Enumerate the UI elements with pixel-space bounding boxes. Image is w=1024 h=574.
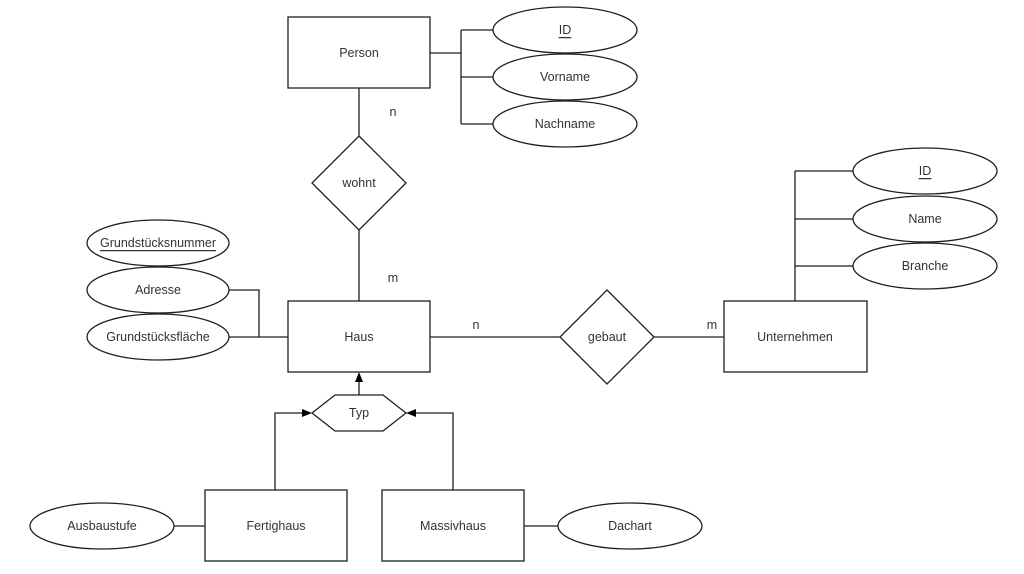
attribute-fertighaus-ausbaustufe-label: Ausbaustufe xyxy=(67,519,137,533)
attribute-unternehmen-name-label: Name xyxy=(908,212,941,226)
entity-person[interactable]: Person xyxy=(287,16,431,89)
connector-haus-adresse xyxy=(229,289,260,337)
attribute-massivhaus-dachart-label: Dachart xyxy=(608,519,652,533)
attribute-unternehmen-name[interactable]: Name xyxy=(852,195,998,243)
arrowhead-typ-right xyxy=(406,409,416,417)
entity-massivhaus[interactable]: Massivhaus xyxy=(381,489,525,562)
attribute-fertighaus-ausbaustufe[interactable]: Ausbaustufe xyxy=(29,502,175,550)
attribute-unternehmen-branche[interactable]: Branche xyxy=(852,242,998,290)
entity-massivhaus-label: Massivhaus xyxy=(420,519,486,533)
specialization-typ-label: Typ xyxy=(349,406,369,420)
relationship-wohnt-label: wohnt xyxy=(341,176,376,190)
entity-person-label: Person xyxy=(339,46,379,60)
attribute-haus-grundstuecksflaeche-label: Grundstücksfläche xyxy=(106,330,210,344)
attribute-unternehmen-id[interactable]: ID xyxy=(852,147,998,195)
attribute-haus-adresse-label: Adresse xyxy=(135,283,181,297)
attribute-massivhaus-dachart[interactable]: Dachart xyxy=(557,502,703,550)
arrowhead-haus xyxy=(355,372,363,382)
entity-haus-label: Haus xyxy=(344,330,373,344)
attribute-unternehmen-id-label: ID xyxy=(919,164,932,178)
cardinality-gebaut-unternehmen: m xyxy=(707,318,717,332)
relationship-wohnt[interactable]: wohnt xyxy=(311,135,407,231)
connector-massivhaus-typ xyxy=(414,412,454,490)
attribute-person-id-label: ID xyxy=(559,23,572,37)
attribute-haus-grundstuecksnummer-label: Grundstücksnummer xyxy=(100,236,216,250)
relationship-gebaut-label: gebaut xyxy=(588,330,627,344)
cardinality-gebaut-haus: n xyxy=(473,318,480,332)
attribute-person-vorname-label: Vorname xyxy=(540,70,590,84)
relationship-gebaut[interactable]: gebaut xyxy=(559,289,655,385)
attribute-person-vorname[interactable]: Vorname xyxy=(492,53,638,101)
entity-haus[interactable]: Haus xyxy=(287,300,431,373)
cardinality-wohnt-person: n xyxy=(390,105,397,119)
entity-fertighaus-label: Fertighaus xyxy=(246,519,305,533)
attribute-person-nachname-label: Nachname xyxy=(535,117,595,131)
attribute-haus-grundstuecksflaeche[interactable]: Grundstücksfläche xyxy=(86,313,230,361)
arrowhead-typ-left xyxy=(302,409,312,417)
entity-fertighaus[interactable]: Fertighaus xyxy=(204,489,348,562)
attribute-person-nachname[interactable]: Nachname xyxy=(492,100,638,148)
cardinality-wohnt-haus: m xyxy=(388,271,398,285)
specialization-typ[interactable]: Typ xyxy=(310,394,408,432)
entity-unternehmen[interactable]: Unternehmen xyxy=(723,300,868,373)
connector-fertighaus-typ xyxy=(274,412,304,490)
attribute-person-id[interactable]: ID xyxy=(492,6,638,54)
attribute-unternehmen-branche-label: Branche xyxy=(902,259,949,273)
attribute-haus-grundstuecksnummer[interactable]: Grundstücksnummer xyxy=(86,219,230,267)
attribute-haus-adresse[interactable]: Adresse xyxy=(86,266,230,314)
entity-unternehmen-label: Unternehmen xyxy=(757,330,833,344)
